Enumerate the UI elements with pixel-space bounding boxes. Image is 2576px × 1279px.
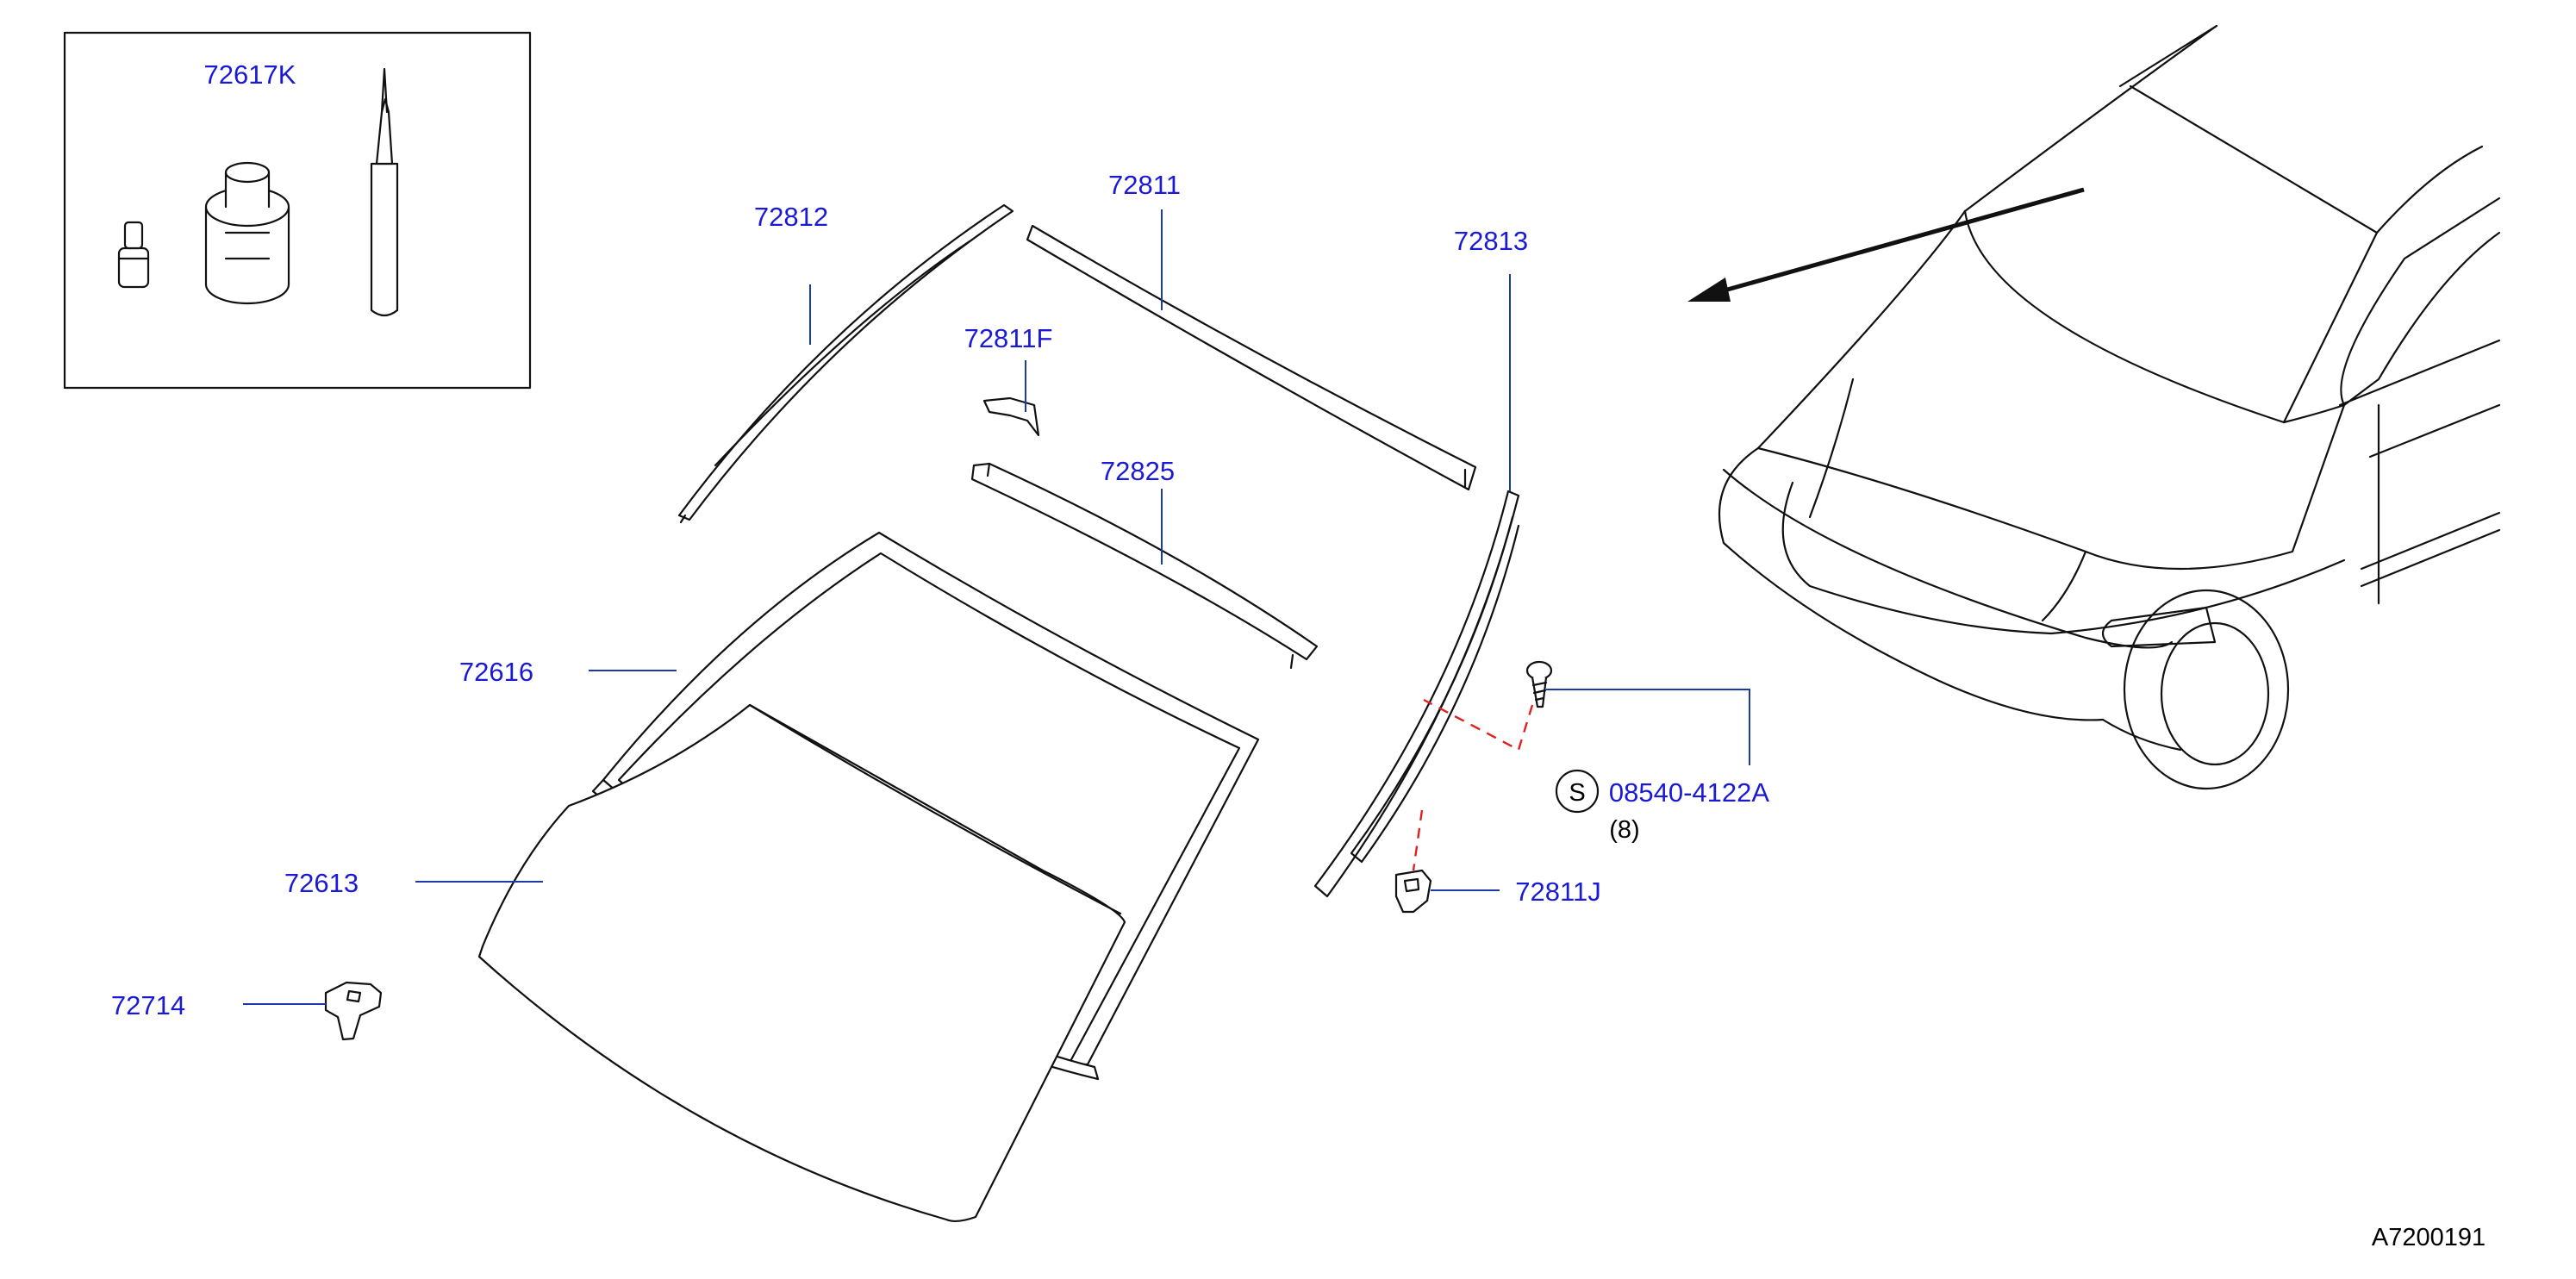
bracket-72714: 72714 bbox=[111, 981, 383, 1041]
label-72613[interactable]: 72613 bbox=[284, 868, 359, 898]
kit-frame bbox=[63, 31, 532, 390]
label-72825[interactable]: 72825 bbox=[1101, 456, 1175, 486]
screw-08540-4122a: S 08540-4122A (8) bbox=[1525, 660, 1769, 844]
install-guides bbox=[1412, 698, 1534, 871]
label-72616[interactable]: 72616 bbox=[459, 657, 533, 687]
label-72813[interactable]: 72813 bbox=[1454, 226, 1528, 256]
sealant-tube-icon bbox=[370, 67, 399, 317]
screw-symbol: S bbox=[1569, 779, 1585, 807]
seal-72825: 72825 bbox=[970, 456, 1319, 670]
sealant-kit-box: 72617K bbox=[63, 31, 532, 390]
label-72811[interactable]: 72811 bbox=[1108, 170, 1181, 200]
windshield-glass-72613: 72613 bbox=[284, 703, 1126, 1223]
screw-symbol-circle bbox=[1555, 769, 1600, 814]
dam-tape-roll-icon bbox=[204, 161, 290, 305]
label-08540-4122a[interactable]: 08540-4122A bbox=[1609, 777, 1769, 808]
primer-bottle-icon bbox=[117, 221, 150, 289]
clip-72811j: 72811J bbox=[1394, 869, 1601, 914]
screw-quantity: (8) bbox=[1609, 816, 1639, 844]
molding-72813: 72813 bbox=[1313, 226, 1528, 898]
direction-arrow bbox=[1687, 187, 2085, 302]
diagram-id: A7200191 bbox=[2372, 1224, 2486, 1251]
label-72617k[interactable]: 72617K bbox=[204, 59, 296, 90]
molding-72811: 72811 bbox=[1026, 170, 1477, 491]
molding-72812: 72812 bbox=[677, 202, 1014, 524]
clip-72811f: 72811F bbox=[964, 323, 1053, 437]
vehicle-outline bbox=[1718, 24, 2501, 790]
label-72811f[interactable]: 72811F bbox=[964, 323, 1053, 353]
label-72812[interactable]: 72812 bbox=[754, 202, 828, 232]
label-72811j[interactable]: 72811J bbox=[1515, 877, 1600, 907]
label-72714[interactable]: 72714 bbox=[111, 990, 185, 1020]
